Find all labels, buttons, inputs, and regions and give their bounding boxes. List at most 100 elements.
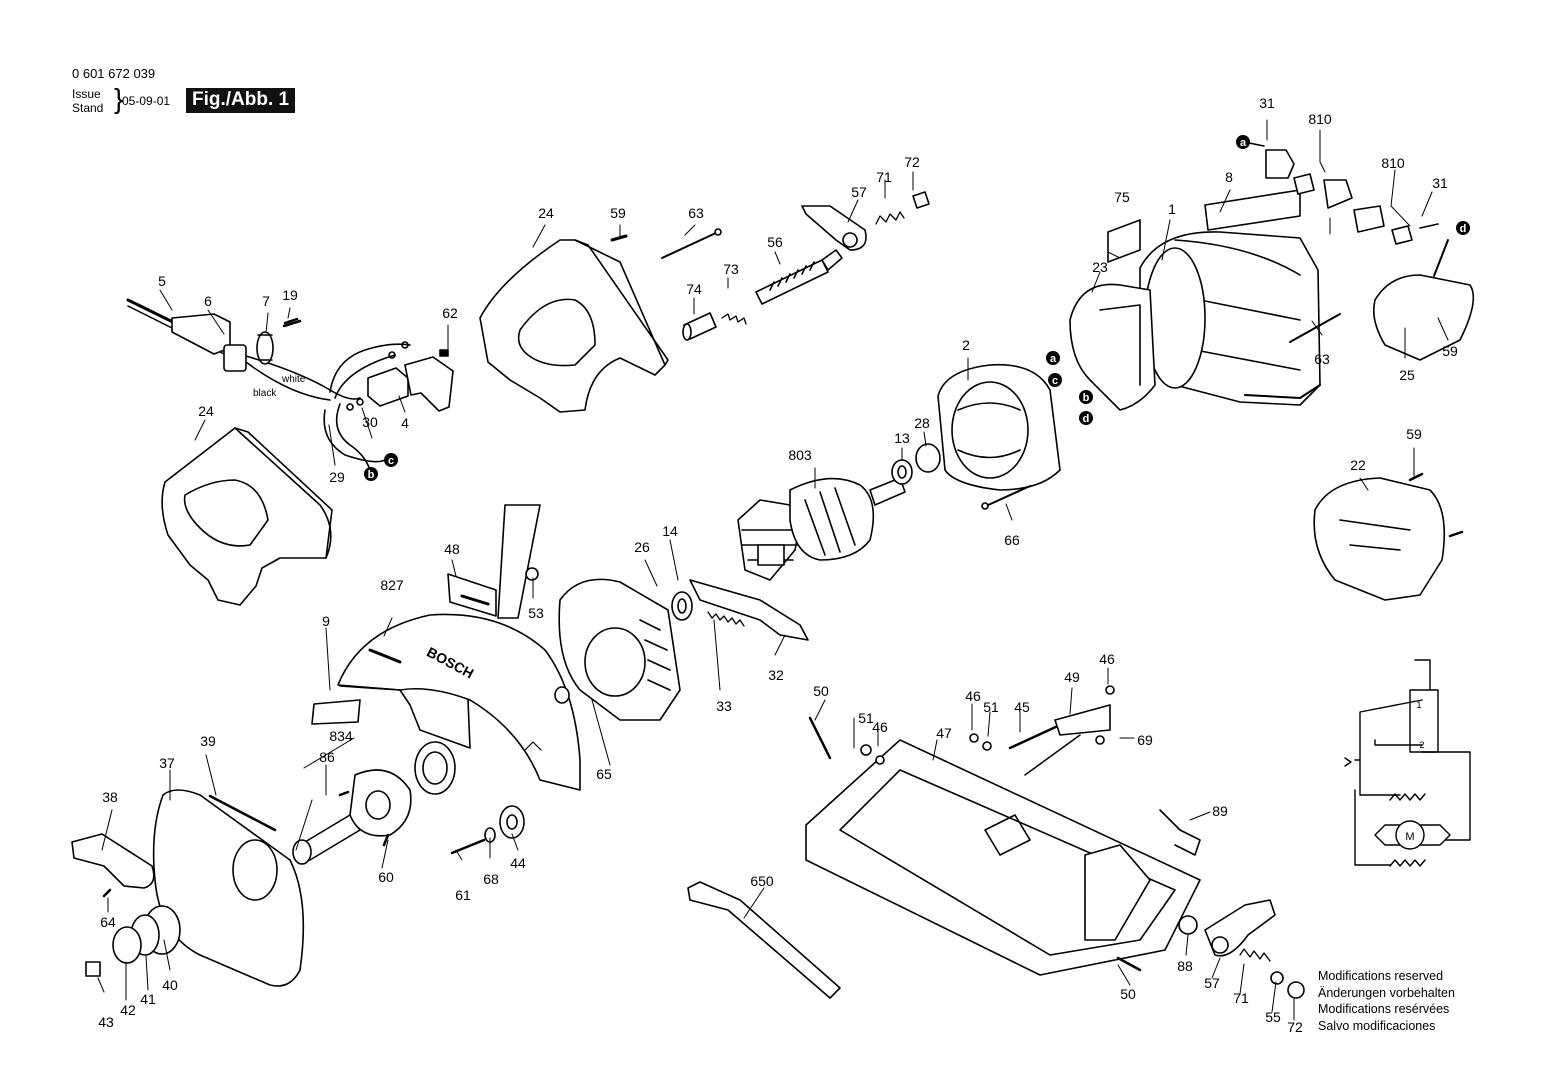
motor-cap-22 [1313,472,1464,601]
strain-relief [256,317,302,365]
connector-d-badge [1079,411,1093,425]
part-label: 72 [904,154,920,170]
issue-stand-label: Issue Stand [72,87,103,115]
part-label: 50 [813,683,829,699]
connector-label: a [1240,137,1247,149]
cover-sheet-8 [1204,189,1301,231]
gear-housing [554,578,681,721]
part-label: 89 [1212,803,1228,819]
part-label: 73 [723,261,739,277]
part-label: 42 [120,1002,136,1018]
part-label: 32 [768,667,784,683]
part-label: 47 [936,725,952,741]
wire-label-white: white [281,374,306,385]
note-line: Modifications resérvées [1318,1002,1450,1016]
part-label: 31 [1432,175,1448,191]
part-label: 8 [1225,169,1233,185]
clip-89 [1159,809,1201,856]
brand-logo-text: BOSCH [424,644,476,682]
lower-guard-37 [71,789,305,987]
schematic-pin-1: 1 [1416,700,1421,710]
part-label: 59 [1442,343,1458,359]
part-label: 9 [322,613,330,629]
part-label: 66 [1004,532,1020,548]
motor-housing [1139,231,1321,406]
part-label: 6 [204,293,212,309]
part-label: 40 [162,977,178,993]
part-label: 2 [962,337,970,353]
brush-holders [1243,141,1439,245]
handle-half-lower [161,427,333,606]
part-label: 46 [965,688,981,704]
part-label: 71 [1233,990,1249,1006]
part-label: 63 [688,205,704,221]
trigger-lock-parts [682,191,930,341]
part-label: 43 [98,1014,114,1030]
bevel-lever [1116,899,1305,999]
part-label: 61 [455,887,471,903]
handle-half-upper [479,239,669,413]
arbor-assembly [292,741,456,865]
part-label: 1 [1168,201,1176,217]
part-label: 51 [858,710,874,726]
part-label: 26 [634,539,650,555]
bearing-plate-spring [671,579,809,641]
part-label: 53 [528,605,544,621]
part-label: 62 [442,305,458,321]
connector-c-badge [1048,373,1062,387]
part-label: 41 [140,991,156,1007]
part-label: 29 [329,469,345,485]
schematic-pin-2: 2 [1419,740,1424,750]
part-label: 4 [401,415,409,431]
issue-label: Issue [72,87,101,101]
connector-b-badge [1079,390,1093,404]
label-plate [311,699,361,725]
part-label: 65 [596,766,612,782]
wrench [687,881,841,999]
modifications-note: Modifications reserved Änderungen vorbeh… [1318,968,1455,1034]
part-label: 28 [914,415,930,431]
part-label: 24 [198,403,214,419]
motor-spacer [1069,283,1156,411]
connector-label: c [388,455,394,467]
part-label: 650 [750,873,774,889]
connector-c-badge [384,453,398,467]
connector-d-badge [1456,221,1470,235]
connector-label: a [1050,353,1057,365]
part-label: 31 [1259,95,1275,111]
note-line: Salvo modificaciones [1318,1018,1436,1033]
part-label: 24 [538,205,554,221]
connector-label: d [1460,223,1467,235]
part-label: 33 [716,698,732,714]
connector-label: b [1083,392,1090,404]
depth-bracket [447,504,541,619]
part-label: 39 [200,733,216,749]
note-line: Änderungen vorbehalten [1318,985,1455,1000]
part-label: 86 [319,749,335,765]
part-label: 59 [610,205,626,221]
part-label: 810 [1308,111,1332,127]
part-label: 834 [329,728,353,744]
part-label: 37 [159,755,175,771]
part-label: 48 [444,541,460,557]
motor-cap-25 [1289,239,1475,361]
part-label: 25 [1399,367,1415,383]
stand-label: Stand [72,101,104,115]
part-label: 45 [1014,699,1030,715]
part-label: 38 [102,789,118,805]
part-label: 13 [894,430,910,446]
handle-screws [610,228,722,259]
brace-glyph: } [114,83,124,114]
bevel-parts [808,685,1115,776]
part-label: 46 [872,719,888,735]
part-label: 69 [1137,732,1153,748]
part-label: 23 [1092,259,1108,275]
connector-a-badge [1236,135,1250,149]
power-cord [126,298,361,401]
part-label: 59 [1406,426,1422,442]
part-number: 0 601 672 039 [72,66,156,81]
connector-label: c [1052,375,1058,387]
part-label: 64 [100,914,116,930]
figure-badge: Fig./Abb. 1 [186,88,296,113]
